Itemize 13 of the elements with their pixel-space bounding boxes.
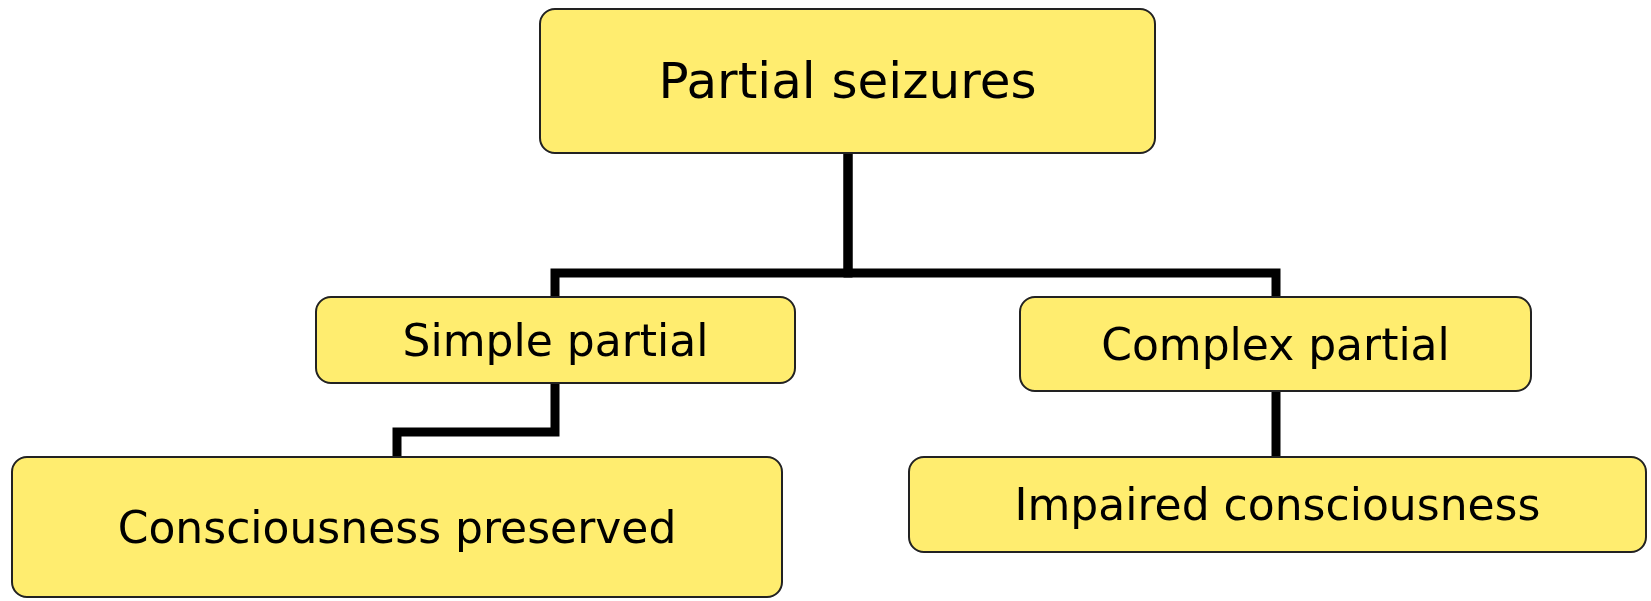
box-label: Impaired consciousness bbox=[1014, 479, 1541, 530]
rounded-box bbox=[315, 296, 796, 384]
connector-line bbox=[392, 384, 560, 456]
connector-line bbox=[1271, 392, 1281, 456]
box-label: Partial seizures bbox=[658, 52, 1037, 110]
box-label: Consciousness preserved bbox=[117, 501, 677, 553]
rounded-box bbox=[11, 456, 783, 598]
rounded-box bbox=[539, 8, 1156, 154]
rounded-box bbox=[1019, 296, 1532, 392]
box-label: Complex partial bbox=[1101, 318, 1450, 370]
rounded-box bbox=[908, 456, 1647, 553]
connector-line bbox=[843, 154, 1281, 296]
box-label: Simple partial bbox=[402, 314, 709, 366]
